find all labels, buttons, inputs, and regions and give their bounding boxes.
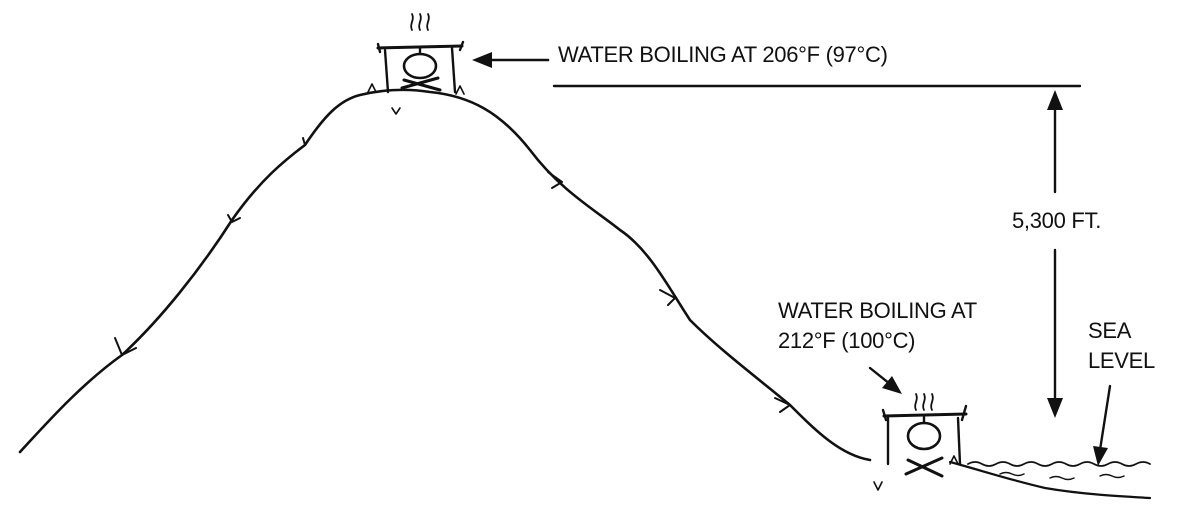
slope-tick-marks	[114, 137, 791, 413]
bottom-label-arrow	[868, 366, 902, 394]
sea-level-arrow	[1093, 384, 1112, 466]
sea-level-label-line2: LEVEL	[1088, 348, 1155, 373]
sea-level-label-line1: SEA	[1088, 318, 1132, 343]
mountain-outline	[18, 88, 872, 462]
bottom-boiling-label-line1: WATER BOILING AT	[778, 298, 977, 323]
bottom-campfire-icon	[873, 393, 968, 491]
top-campfire-icon	[367, 13, 465, 115]
altitude-dimension	[1047, 90, 1063, 418]
top-boiling-label: WATER BOILING AT 206°F (97°C)	[558, 42, 888, 67]
bottom-boiling-label-line2: 212°F (100°C)	[778, 328, 915, 353]
sea-water	[948, 460, 1152, 500]
altitude-label: 5,300 FT.	[1012, 208, 1101, 233]
top-label-arrow	[472, 52, 550, 68]
